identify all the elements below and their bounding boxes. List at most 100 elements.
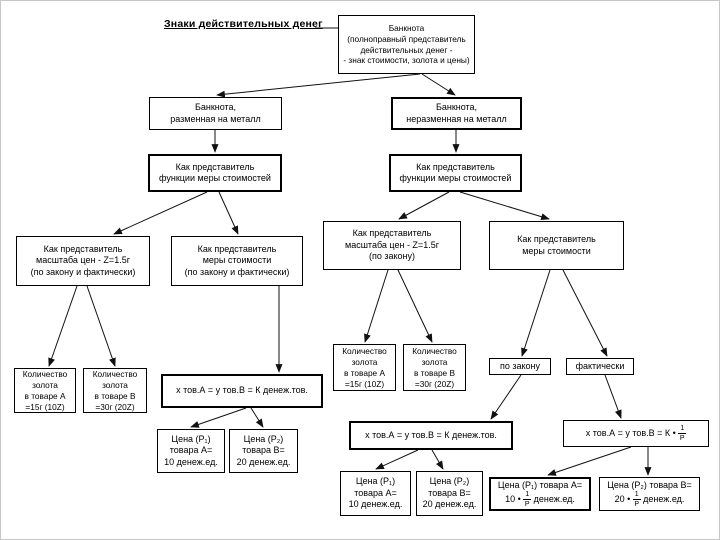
box-line: (по закону): [368, 251, 416, 262]
box-line: разменная на металл: [170, 113, 261, 124]
box-line: Банкнота,: [435, 102, 478, 112]
price-suffix: денеж.ед.: [640, 494, 685, 504]
box-banknota-razmennaya: Банкнота, разменная на металл: [149, 97, 282, 130]
box-mera-stoimosti-left: Как представитель меры стоимости (по зак…: [171, 236, 303, 286]
box-line: Цена (Р₁): [355, 476, 396, 487]
box-line: в товаре А: [343, 367, 386, 378]
fraction-numerator: 1: [632, 491, 641, 501]
box-line: золота: [421, 356, 448, 367]
connector-eq-to-cena-a-left: [190, 407, 247, 428]
box-line: =30г (20Z): [414, 378, 455, 389]
box-line: Банкнота,: [194, 102, 237, 112]
box-cena-a-left: Цена (Р₁) товара А= 10 денеж.ед.: [157, 429, 225, 473]
diagram-title: Знаки действительных денег: [164, 18, 323, 30]
box-line: функции меры стоимостей: [159, 173, 271, 183]
fraction-numerator: 1: [523, 491, 532, 501]
box-line: =30г (20Z): [95, 401, 135, 412]
fraction-denominator: Р: [524, 501, 530, 509]
box-line: функции меры стоимостей: [399, 173, 512, 183]
box-line: Количество: [342, 345, 387, 356]
box-line: Цена (Р₁): [171, 433, 211, 444]
equation-text: х тов.А = у тов.В = К денеж.тов.: [365, 429, 497, 440]
connector-funkcii-to-masshtab-right: [398, 191, 450, 220]
box-eq-left: х тов.А = у тов.В = К денеж.тов.: [161, 374, 323, 408]
box-masshtab-cen-right: Как представитель масштаба цен - Z=1.5г …: [323, 221, 461, 270]
box-line: по закону: [499, 360, 541, 371]
box-line: действительных денег -: [360, 44, 453, 55]
price-amount: 10 •: [505, 494, 524, 504]
box-cena-b-middle: Цена (Р₂) товара В= 20 денеж.ед.: [416, 471, 483, 516]
box-predstavitel-funkcii-right: Как представитель функции меры стоимосте…: [389, 154, 522, 192]
connector-funkcii-to-masshtab-left: [113, 191, 208, 235]
box-line: Количество: [412, 345, 457, 356]
box-line: Количество: [92, 368, 138, 379]
box-line: масштаба цен - Z=1.5г: [345, 239, 439, 250]
box-line: Цена (Р₁) товара А=: [497, 479, 583, 490]
box-line: (по закону и фактически): [184, 266, 290, 277]
box-line: =15г (10Z): [344, 378, 385, 389]
connector-masshtab-to-kolichestvo-b-right: [397, 269, 433, 343]
box-line: фактически: [575, 360, 625, 371]
box-line: масштаба цен - Z=1.5г: [36, 255, 130, 266]
box-line: 20 денеж.ед.: [236, 456, 291, 467]
box-line: Банкнота: [388, 23, 425, 34]
box-po-zakonu: по закону: [489, 358, 551, 375]
box-line: в товаре В: [94, 390, 136, 401]
connector-main-to-nerazmennaya: [421, 73, 456, 96]
box-line: 10 денеж.ед.: [348, 499, 403, 510]
box-banknota-nerazmennaya: Банкнота, неразменная на металл: [391, 97, 522, 130]
price-amount: 20 •: [614, 494, 633, 504]
connector-fakticheski-to-eq-right: [604, 374, 622, 419]
fraction-numerator: 1: [678, 425, 687, 434]
price-suffix: денеж.ед.: [531, 494, 575, 504]
box-banknota-main: Банкнота (полноправный представитель дей…: [338, 15, 475, 74]
fraction-denominator: Р: [679, 435, 685, 442]
connector-eqmiddle-to-cena-a: [375, 449, 419, 470]
connector-eqmiddle-to-cena-b: [431, 449, 444, 470]
box-line: неразменная на металл: [406, 113, 507, 124]
connector-funkcii-to-mera-right: [459, 191, 550, 221]
box-line: Как представитель: [197, 243, 277, 254]
box-kolichestvo-a-left: Количество золота в товаре А =15г (10Z): [14, 368, 76, 413]
box-line: золота: [102, 379, 128, 390]
connector-eqright-to-cena-a: [547, 446, 632, 476]
box-line: в товаре В: [413, 367, 456, 378]
box-line: в товаре А: [24, 390, 66, 401]
box-line: (полноправный представитель: [347, 33, 466, 44]
box-line: Цена (Р₂): [429, 476, 470, 487]
box-line: (по закону и фактически): [30, 266, 136, 277]
box-line: 10 денеж.ед.: [164, 456, 218, 467]
connector-eq-to-cena-b-left: [250, 407, 264, 428]
box-mera-stoimosti-right: Как представитель меры стоимости: [489, 221, 624, 270]
box-fakticheski: фактически: [566, 358, 634, 375]
box-line: Количество: [22, 368, 68, 379]
box-line: меры стоимости: [202, 255, 272, 266]
box-line: Как представитель: [43, 243, 123, 254]
fraction-denominator: Р: [634, 501, 640, 509]
box-kolichestvo-a-right: Количество золота в товаре А =15г (10Z): [333, 344, 396, 391]
connector-main-to-razmennaya: [216, 73, 421, 98]
connector-mera-to-fakticheski: [562, 269, 608, 357]
box-line: товара В=: [428, 487, 471, 498]
equation-text: х тов.А = у тов.В = К денеж.тов.: [176, 385, 308, 396]
box-line: =15г (10Z): [25, 401, 65, 412]
box-cena-a-middle: Цена (Р₁) товара А= 10 денеж.ед.: [340, 471, 411, 516]
box-kolichestvo-b-right: Количество золота в товаре В =30г (20Z): [403, 344, 466, 391]
box-line: Как представитель: [352, 228, 432, 239]
box-line: товара В=: [242, 445, 285, 456]
box-line: меры стоимости: [522, 245, 591, 256]
box-line: товара А=: [354, 487, 397, 498]
connector-masshtab-to-kolichestvo-a-right: [364, 269, 389, 343]
box-line: товара А=: [169, 445, 213, 456]
connector-mera-to-pozakonu: [521, 269, 551, 357]
box-cena-b-left: Цена (Р₂) товара В= 20 денеж.ед.: [229, 429, 298, 473]
box-line: Как представитель: [416, 161, 495, 172]
box-line: Цена (Р₂) товара В=: [607, 479, 692, 490]
